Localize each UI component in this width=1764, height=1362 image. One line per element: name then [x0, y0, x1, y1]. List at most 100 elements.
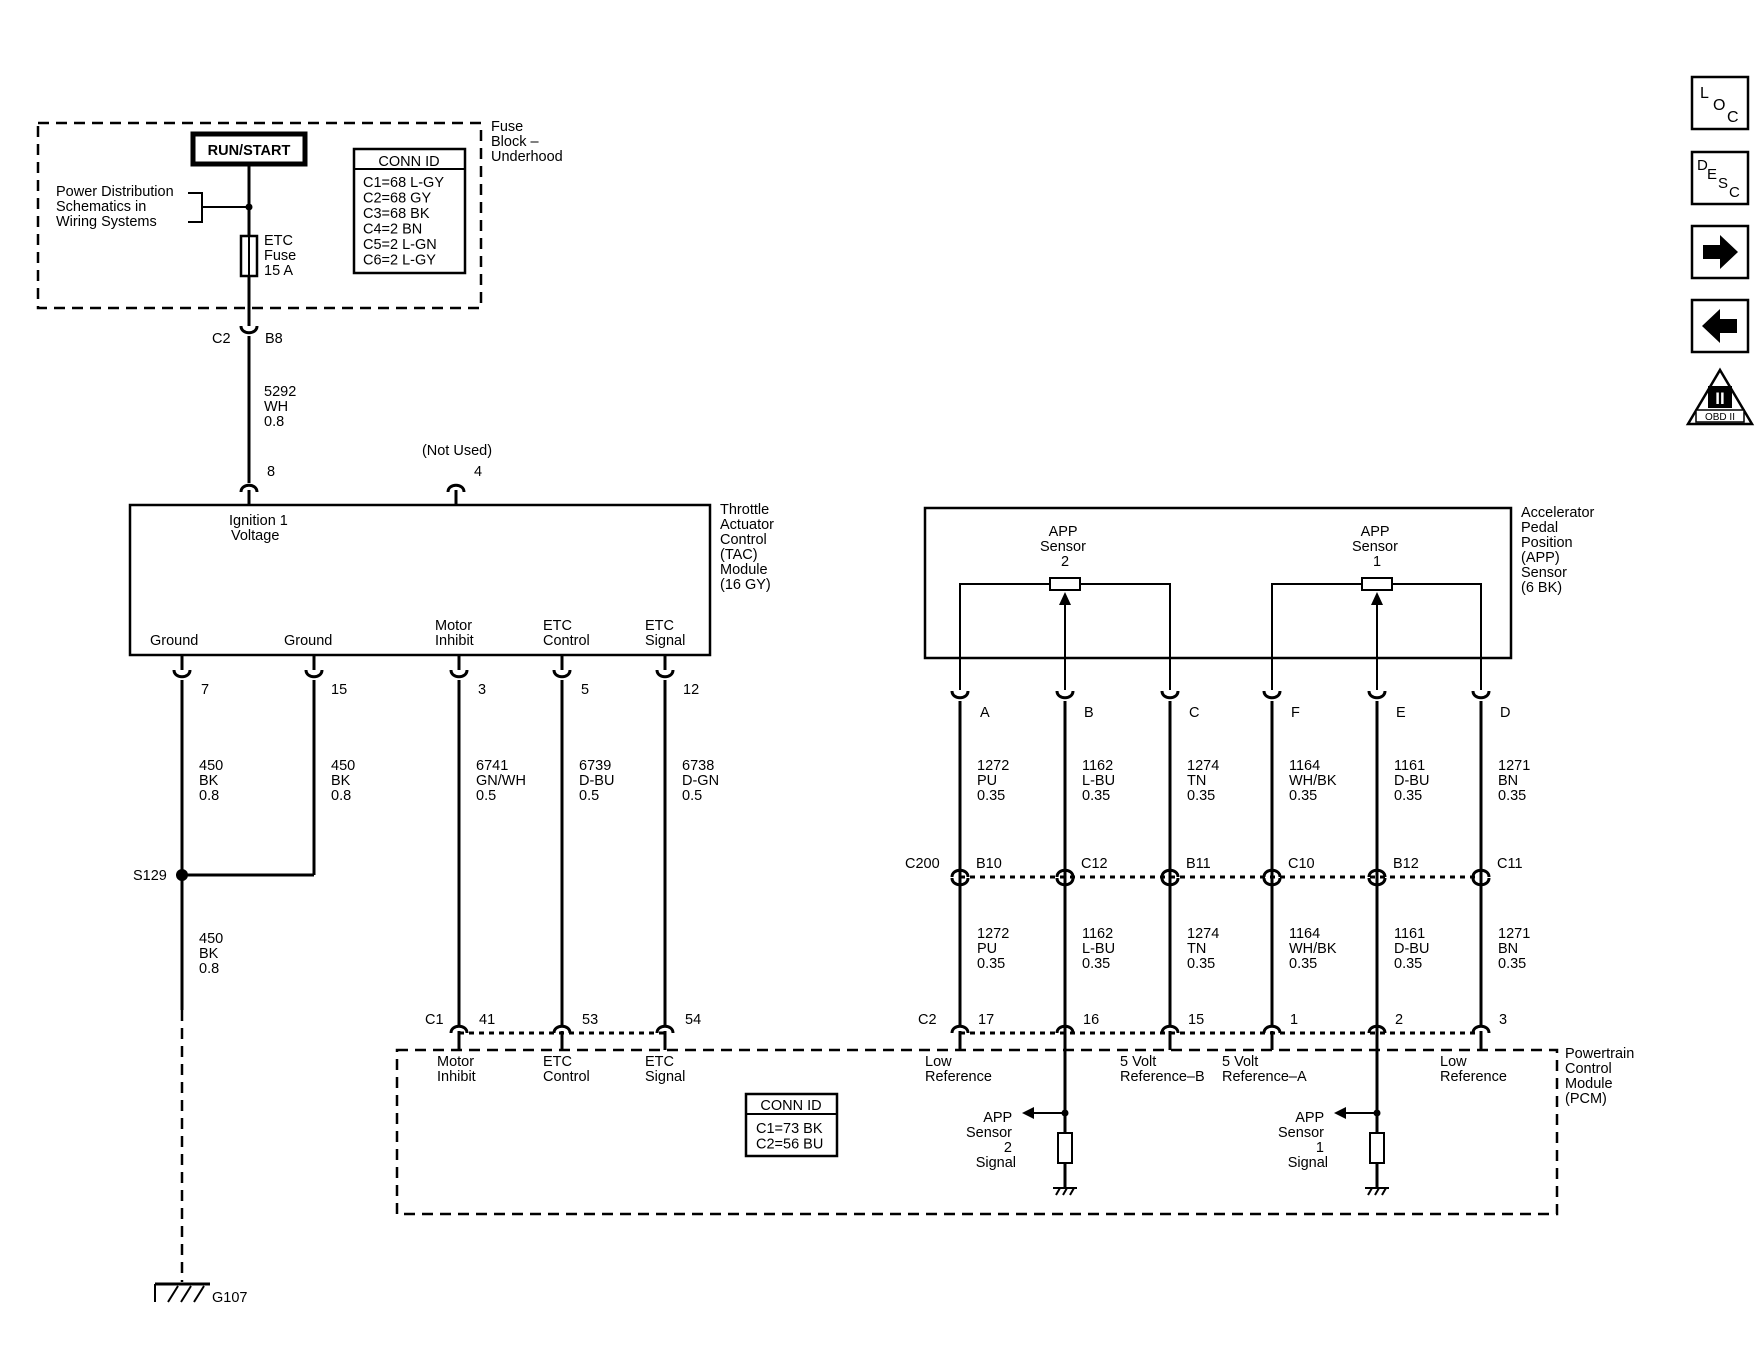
app-pin-c: C: [1189, 705, 1199, 721]
pcm-pin-2: 2: [1395, 1012, 1403, 1028]
wire-6741-label: 6741 GN/WH 0.5: [476, 758, 530, 804]
c200-connector: C200 B10 C12 B11 C10 B12 C11: [905, 856, 1523, 887]
app-pin-d: D: [1500, 705, 1510, 721]
pcm-connector-c1: C1 41 53 54: [425, 1012, 701, 1050]
tac-pin-8: 8: [267, 464, 275, 480]
tac-ground-2-label: Ground: [284, 633, 332, 649]
left-arrow-icon: [1702, 309, 1737, 343]
app-sensor-2-resistor: [1049, 577, 1081, 591]
c200-pin-c10: C10: [1288, 856, 1315, 872]
tac-module-label: Throttle Actuator Control (TAC) Module (…: [720, 502, 778, 593]
ground-g107-label: G107: [212, 1290, 247, 1306]
app-sensor-1-label: APP Sensor 1: [1352, 524, 1402, 570]
app-sensor-1-resistor: [1361, 577, 1393, 591]
loc-letter-o: O: [1713, 97, 1725, 114]
run-start-box: [190, 131, 308, 167]
desc-letter-s: S: [1718, 175, 1728, 192]
fuse-block-underhood: Fuse Block – Underhood RUN/START Power D…: [36, 119, 563, 326]
pcm-pin-3: 3: [1499, 1012, 1507, 1028]
description-button[interactable]: D E S C: [1690, 150, 1750, 206]
wire-6738-label: 6738 D-GN 0.5: [682, 758, 723, 804]
pcm-pin-1: 1: [1290, 1012, 1298, 1028]
pcm-pin-16: 16: [1083, 1012, 1099, 1028]
tac-etc-control-label: ETC Control: [543, 618, 590, 649]
pcm-conn-id-rows: C1=73 BK C2=56 BU: [756, 1121, 827, 1153]
wire-450-c-label: 450 BK 0.8: [199, 931, 227, 977]
c200-label: C200: [905, 856, 940, 872]
fuse-conn-pin: B8: [265, 331, 283, 347]
tac-ground-1-label: Ground: [150, 633, 198, 649]
loc-letter-l: L: [1700, 85, 1709, 102]
fuse-block-label: Fuse Block – Underhood: [491, 119, 563, 165]
loc-letter-c: C: [1727, 109, 1739, 126]
wire-6739-label: 6739 D-BU 0.5: [579, 758, 618, 804]
pcm-pin-17: 17: [978, 1012, 994, 1028]
pcm-pin-41: 41: [479, 1012, 495, 1028]
not-used-label: (Not Used): [422, 443, 492, 459]
tac-module: 8 4 (Not Used) Throttle Actuator Control…: [128, 443, 778, 698]
app-sensor-1-wiper: [1371, 592, 1383, 605]
fuse-block-connector-c2: C2 B8: [212, 324, 283, 347]
power-distribution-note: Power Distribution Schematics in Wiring …: [56, 184, 178, 230]
c200-pin-b10: B10: [976, 856, 1002, 872]
fuse-block-boundary: [36, 121, 483, 310]
pcm-conn-id-title: CONN ID: [760, 1098, 821, 1114]
pcm-conn-id-box: [744, 1092, 839, 1158]
app-pin-b: B: [1084, 705, 1094, 721]
obd-ii-small-label: OBD II: [1705, 412, 1735, 423]
obd-ii-button[interactable]: II OBD II: [1685, 367, 1755, 426]
location-button[interactable]: L O C: [1690, 75, 1750, 131]
pcm-module: Powertrain Control Module (PCM) C1 41 53…: [395, 1012, 1638, 1216]
next-page-button[interactable]: [1690, 224, 1750, 280]
run-start-label: RUN/START: [208, 143, 291, 159]
pcm-app-sensor-2-signal-label: APP Sensor 2 Signal: [966, 1110, 1016, 1171]
pcm-c2-label: C2: [918, 1012, 937, 1028]
pcm-pin-15: 15: [1188, 1012, 1204, 1028]
splice-s129-label: S129: [133, 868, 167, 884]
pcm-pin-53: 53: [582, 1012, 598, 1028]
app-sensor-2-signal-arrow: [1022, 1107, 1034, 1119]
tac-pin-12: 12: [683, 682, 699, 698]
right-arrow-icon: [1703, 235, 1738, 269]
pcm-label: Powertrain Control Module (PCM): [1565, 1046, 1638, 1107]
c200-pin-b12: B12: [1393, 856, 1419, 872]
power-distribution-bracket: [188, 192, 249, 223]
app-pin-f: F: [1291, 705, 1300, 721]
tac-pin-3: 3: [478, 682, 486, 698]
nav-buttons: L O C D E S C II OBD II: [1685, 75, 1755, 426]
wire-450-a-label: 450 BK 0.8: [199, 758, 227, 804]
desc-letter-c: C: [1729, 184, 1740, 201]
tac-ignition-voltage-label: Ignition 1 Voltage: [229, 513, 292, 544]
pcm-pin-54: 54: [685, 1012, 701, 1028]
tac-bottom-connector: 7 15 3 5 12: [172, 655, 699, 698]
previous-page-button[interactable]: [1690, 298, 1750, 354]
desc-letter-e: E: [1707, 166, 1717, 183]
ground-g107: G107: [154, 1282, 247, 1306]
app-sensor-2-wiper: [1059, 592, 1071, 605]
app-pin-a: A: [980, 705, 990, 721]
tac-pin-4: 4: [474, 464, 482, 480]
tac-wires: 450 BK 0.8 450 BK 0.8 6741 GN/WH 0.5 673…: [133, 680, 723, 1282]
tac-pin-5: 5: [581, 682, 589, 698]
fuse-block-conn-id-title: CONN ID: [378, 154, 439, 170]
app-sensor: Accelerator Pedal Position (APP) Sensor …: [923, 505, 1595, 721]
pcm-app-sensor-1-resistor: [1369, 1132, 1385, 1164]
tac-module-box: [128, 503, 712, 657]
splice-s129: [176, 869, 188, 881]
fuse-block-conn-id-rows: C1=68 L-GY C2=68 GY C3=68 BK C4=2 BN C5=…: [363, 175, 448, 269]
